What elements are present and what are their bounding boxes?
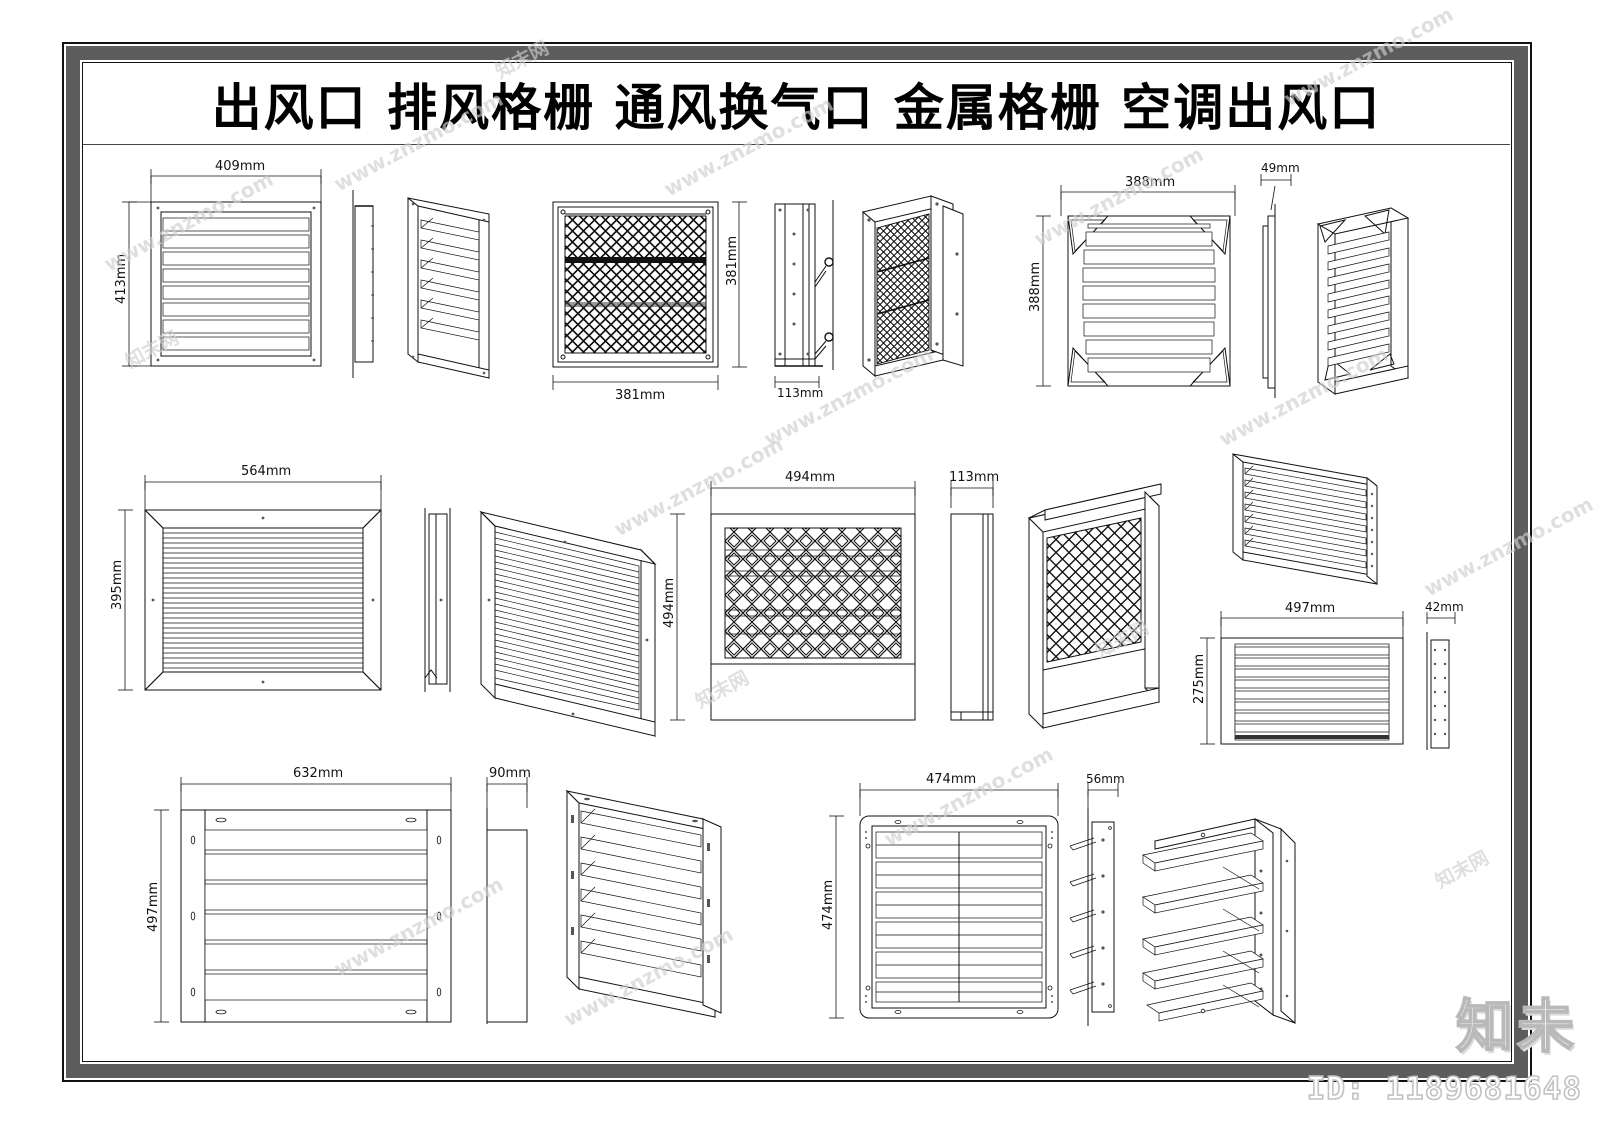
dim-label-r2i1-h: 395mm	[110, 560, 125, 610]
front-view-mesh-381	[552, 201, 719, 368]
drawing-mesh-grille-381: 381mm 381mm	[523, 154, 983, 404]
dimension-width-494	[710, 481, 916, 514]
dim-label-r3i1-d: 90mm	[489, 766, 531, 781]
dimension-height-413	[122, 201, 151, 367]
front-view-mesh-panel-494	[710, 513, 916, 721]
dim-label-r1i3-h: 388mm	[1028, 262, 1043, 312]
dimension-height-275	[1200, 637, 1215, 745]
drawing-shutter-474-isometric	[1103, 811, 1333, 1041]
dimension-width-564	[144, 475, 382, 510]
side-view-shutter-474	[1069, 808, 1115, 1026]
dimension-height-497	[154, 809, 169, 1023]
dimension-depth-90	[486, 777, 528, 808]
side-view-mesh-381	[774, 200, 834, 370]
dim-label-r2i3-h: 275mm	[1192, 654, 1207, 704]
dimension-height-494	[670, 513, 685, 721]
dimension-width-388	[1060, 185, 1236, 216]
dimension-width-497	[1220, 611, 1404, 638]
side-view-corner-louver-388	[1262, 204, 1276, 398]
dim-label-r1i2-w: 381mm	[615, 388, 665, 403]
isometric-view-mesh-381	[861, 194, 964, 378]
title-block: 出风口 排风格栅 通风换气口 金属格栅 空调出风口	[83, 63, 1510, 145]
drawing-mesh-panel-494: 494mm 494mm	[653, 442, 1173, 742]
dimension-depth-42	[1426, 612, 1456, 624]
drawing-wide-blade-632: 632mm 497mm	[133, 746, 613, 1046]
isometric-view-shutter-474	[1142, 817, 1296, 1025]
dimension-height-381	[732, 201, 747, 368]
dim-label-r2i1-w: 564mm	[241, 464, 291, 479]
dimension-width-632	[180, 777, 452, 810]
dim-label-r1i3-w: 388mm	[1125, 175, 1175, 190]
asset-id-label: ID: 1189681648	[1306, 1070, 1582, 1108]
dim-label-r3i2-h: 474mm	[821, 880, 836, 930]
front-view-slim-louver-497	[1220, 637, 1404, 745]
dim-label-r2i3-d: 42mm	[1425, 600, 1464, 614]
dimension-depth-56	[1087, 783, 1119, 808]
dim-label-r3i1-w: 632mm	[293, 766, 343, 781]
dim-label-r2i2-h: 494mm	[662, 578, 677, 628]
dimension-height-474	[829, 815, 844, 1019]
dim-label-r3i2-d: 56mm	[1086, 772, 1125, 786]
brand-logo: 知未	[1455, 993, 1578, 1061]
side-view-louver-409	[352, 190, 374, 378]
isometric-view-wide-louver-564	[479, 510, 657, 738]
side-view-mesh-panel-494	[950, 513, 994, 721]
dim-label-r2i3-w: 497mm	[1285, 601, 1335, 616]
front-view-louver-409	[150, 201, 322, 367]
dimension-width-409	[150, 169, 322, 202]
dim-label-r2i2-w: 494mm	[785, 470, 835, 485]
front-view-wide-blade-632	[180, 809, 452, 1023]
dimension-height-388	[1036, 215, 1051, 387]
dimension-depth-113	[774, 376, 820, 388]
front-view-wide-louver-564	[144, 509, 382, 691]
dim-label-r1i1-w: 409mm	[215, 159, 265, 174]
isometric-view-corner-louver-388	[1316, 207, 1410, 395]
front-view-shutter-474	[859, 815, 1059, 1019]
front-view-corner-louver-388	[1067, 215, 1231, 387]
drawing-wide-blade-632-isometric	[543, 771, 743, 1031]
isometric-view-louver-409	[407, 196, 490, 380]
dim-label-r3i1-h: 497mm	[146, 882, 161, 932]
dim-label-r1i1-h: 413mm	[114, 254, 129, 304]
dimension-height-395	[118, 509, 133, 691]
dim-label-r3i2-w: 474mm	[926, 772, 976, 787]
dimension-depth-113	[950, 481, 994, 508]
side-view-slim-louver-497	[1426, 632, 1450, 750]
drawing-corner-louver-388: 388mm 388mm	[1013, 154, 1433, 404]
side-view-wide-blade-632	[486, 808, 528, 1024]
isometric-view-wide-blade-632	[565, 789, 722, 1019]
dimension-width-381	[552, 375, 719, 390]
dim-label-r1i3-d: 49mm	[1261, 161, 1300, 175]
drawing-shutter-474: 474mm 474mm	[798, 746, 1138, 1046]
dimension-depth-49	[1260, 174, 1292, 211]
dim-label-r1i2-d: 113mm	[777, 386, 823, 400]
dimension-width-474	[859, 783, 1059, 816]
dim-label-r2i2-d: 113mm	[949, 470, 999, 485]
drawing-slim-louver-497: 497mm 275mm	[1192, 432, 1510, 762]
side-view-wide-louver-564	[424, 508, 451, 692]
isometric-view-mesh-panel-494	[1028, 483, 1162, 730]
isometric-view-slim-louver-497	[1232, 452, 1378, 586]
drawing-canvas: 409mm 413mm	[83, 146, 1510, 1061]
drawing-louver-grille-409: 409mm 413mm	[103, 154, 503, 404]
drawing-wide-louver-564: 564mm 395mm	[103, 442, 683, 742]
page-title: 出风口 排风格栅 通风换气口 金属格栅 空调出风口	[211, 78, 1382, 137]
dim-label-r1i2-h: 381mm	[725, 236, 740, 286]
